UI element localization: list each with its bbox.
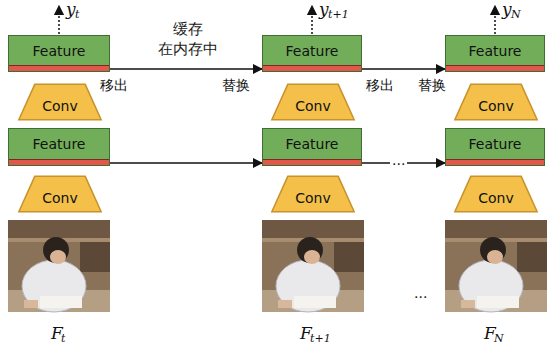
feature-box: Feature [445, 35, 545, 72]
output-subscript: t+1 [328, 9, 349, 21]
output-arrow [311, 10, 313, 34]
box-label: Conv [478, 190, 514, 206]
box-label: Feature [469, 136, 522, 152]
feature-bar [446, 159, 544, 165]
box-label: Conv [295, 190, 331, 206]
ellipsis: ... [412, 286, 429, 301]
feature-box: Feature [8, 128, 110, 166]
box-label: Conv [42, 98, 78, 114]
video-frame [262, 220, 364, 312]
feature-bar [263, 159, 361, 165]
box-label: Feature [33, 43, 86, 59]
video-frame [8, 220, 110, 312]
conv-trapezoid: Conv [454, 84, 538, 120]
output-arrow [58, 10, 60, 34]
feature-flow-arrow [110, 68, 262, 70]
box-label: Conv [42, 190, 78, 206]
frame-subscript: t [61, 333, 65, 345]
operation-label: 替换 [418, 78, 446, 93]
operation-label: 替换 [222, 78, 250, 93]
frame-subscript: N [494, 333, 504, 345]
operation-label: 移出 [366, 78, 394, 93]
conv-trapezoid: Conv [18, 176, 102, 212]
feature-box: Feature [8, 35, 110, 72]
feature-bar [9, 65, 109, 71]
output-subscript: N [511, 9, 521, 21]
feature-bar [446, 65, 544, 71]
feature-flow-arrow [362, 68, 445, 70]
output-symbol: y [66, 0, 76, 19]
output-symbol: y [502, 0, 512, 19]
feature-box: Feature [262, 35, 362, 72]
feature-box: Feature [262, 128, 362, 166]
feature-box: Feature [445, 128, 545, 166]
feature-bar [9, 159, 109, 165]
conv-trapezoid: Conv [18, 84, 102, 120]
feature-bar [263, 65, 361, 71]
operation-label: 移出 [100, 78, 128, 93]
region-title: 缓存 在内存中 [157, 19, 220, 60]
output-symbol: y [319, 0, 329, 19]
frame-subscript: t+1 [310, 333, 331, 345]
conv-trapezoid: Conv [271, 84, 355, 120]
box-label: Feature [33, 136, 86, 152]
box-label: Conv [478, 98, 514, 114]
conv-trapezoid: Conv [454, 176, 538, 212]
output-subscript: t [75, 9, 79, 21]
box-label: Feature [469, 43, 522, 59]
feature-flow-arrow [110, 162, 262, 164]
box-label: Feature [286, 136, 339, 152]
cache-region: 缓存 在内存中 [128, 5, 248, 208]
video-frame [445, 220, 547, 312]
ellipsis: ... [390, 153, 407, 168]
output-arrow [494, 10, 496, 34]
box-label: Feature [286, 43, 339, 59]
box-label: Conv [295, 98, 331, 114]
conv-trapezoid: Conv [271, 176, 355, 212]
